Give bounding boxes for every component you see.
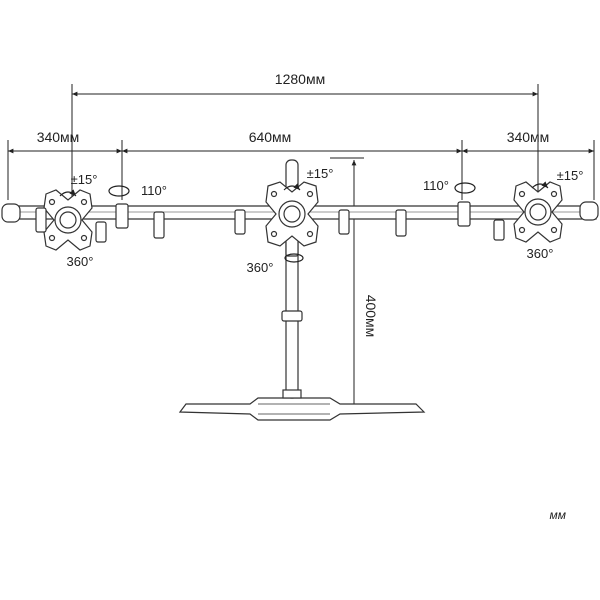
left-arm-joint [95, 203, 165, 243]
swivel-label-left: 110° [141, 183, 167, 198]
swivel-label-right: 110° [423, 178, 449, 193]
tilt-arrow-right [531, 181, 549, 189]
tilt-label-left: ±15° [71, 172, 98, 187]
right-side-width-label: 340мм [507, 129, 550, 145]
left-side-width-label: 340мм [37, 129, 80, 145]
rotate-label-right: 360° [527, 246, 554, 261]
center-width-label: 640мм [249, 129, 292, 145]
tilt-label-center: ±15° [307, 166, 334, 181]
rotate-label-center: 360° [247, 260, 274, 275]
height-collar [281, 310, 303, 322]
motion-arrows [59, 181, 549, 263]
rotate-arrow-center [284, 253, 304, 263]
tilt-arrow-center [283, 183, 301, 191]
units-note: мм [549, 508, 566, 522]
right-end-cap [579, 201, 599, 221]
right-arm-joint [395, 201, 505, 241]
stand-structure [1, 159, 599, 421]
rotate-label-left: 360° [67, 254, 94, 269]
swivel-arrow-right [454, 182, 476, 194]
total-width-label: 1280мм [275, 71, 325, 87]
stand-base [178, 397, 426, 421]
tilt-label-right: ±15° [557, 168, 584, 183]
vesa-plate-left [35, 189, 93, 251]
swivel-arrow-left [108, 185, 130, 197]
vesa-plate-right [513, 181, 563, 243]
center-joints [234, 209, 350, 257]
vesa-plate-center [265, 181, 319, 247]
left-end-cap [1, 203, 21, 223]
tilt-arrow-left [59, 189, 77, 197]
dimension-lines [7, 84, 595, 412]
height-label: 400мм [363, 295, 379, 338]
